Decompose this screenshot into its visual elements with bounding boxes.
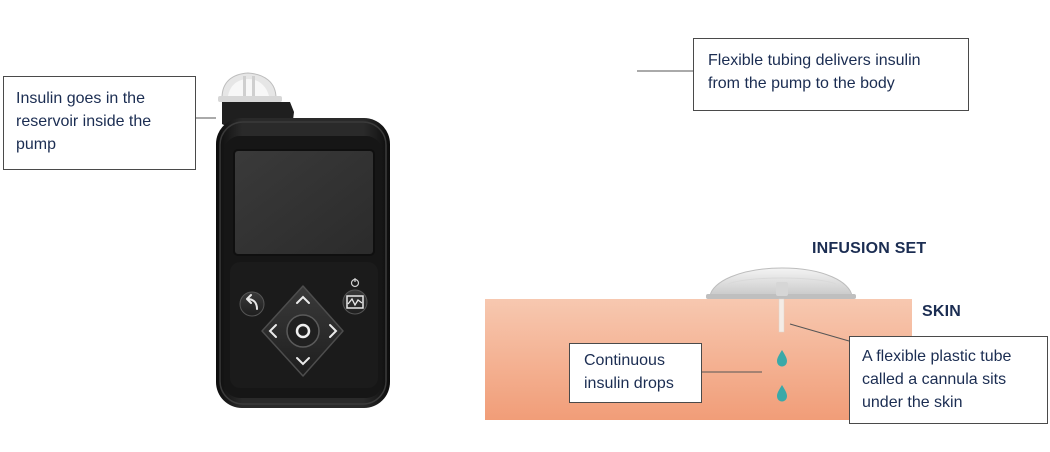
infusion-set [706, 267, 856, 299]
chevron-right-icon [329, 324, 338, 338]
callout-drops-text: Continuous insulin drops [584, 352, 674, 392]
power-icon [350, 278, 360, 288]
insulin-drop-icon [777, 350, 787, 367]
infusion-set-label: INFUSION SET [812, 240, 927, 257]
chevron-up-icon [296, 295, 310, 304]
callout-tubing: Flexible tubing delivers insulin from th… [693, 38, 969, 111]
leader-cannula [789, 323, 850, 342]
insulin-pump [216, 72, 390, 408]
back-arrow-icon [246, 294, 258, 310]
callout-tubing-text: Flexible tubing delivers insulin from th… [708, 52, 921, 92]
callout-reservoir: Insulin goes in the reservoir inside the… [3, 76, 196, 170]
insulin-drop-icon [777, 385, 787, 402]
callout-drops: Continuous insulin drops [569, 343, 702, 403]
skin-label: SKIN [922, 303, 962, 320]
graph-icon [346, 295, 364, 309]
pump-screen [233, 149, 375, 256]
callout-cannula: A flexible plastic tube called a cannula… [849, 336, 1048, 424]
select-button[interactable] [286, 314, 320, 348]
callout-reservoir-text: Insulin goes in the reservoir inside the… [16, 90, 152, 153]
graph-button[interactable] [342, 289, 368, 315]
back-button[interactable] [239, 291, 265, 317]
chevron-down-icon [296, 357, 310, 366]
callout-cannula-text: A flexible plastic tube called a cannula… [862, 348, 1012, 411]
reservoir-cap [218, 72, 282, 102]
cannula [778, 298, 785, 333]
leader-lines [196, 70, 850, 373]
chevron-left-icon [268, 324, 277, 338]
